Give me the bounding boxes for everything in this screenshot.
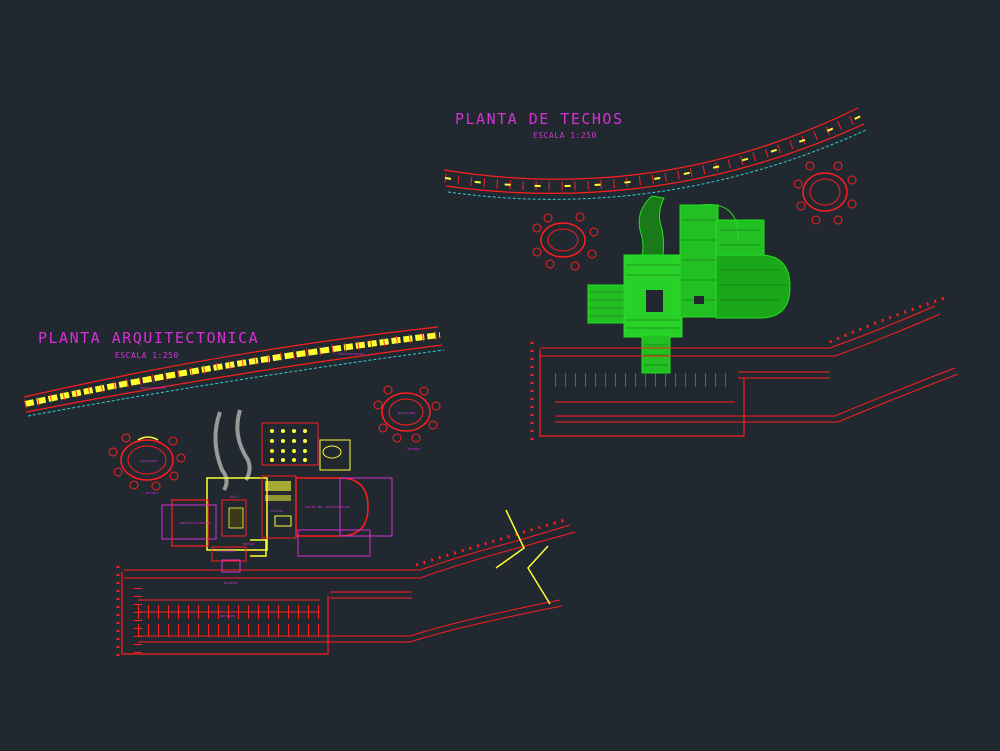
right-plan-title: PLANTA DE TECHOS	[455, 110, 624, 128]
right-pool	[373, 385, 441, 443]
right-road-and-parking	[530, 296, 959, 440]
left-garden-path-2	[235, 409, 252, 482]
left-road-and-parking	[116, 518, 576, 660]
left-wing-room-divisions	[24, 330, 441, 409]
right-pool-right	[793, 161, 857, 225]
left-main-building	[161, 475, 393, 573]
left-garden-path-1	[213, 411, 229, 492]
left-pool	[108, 433, 186, 491]
left-label-lobby: hall	[230, 495, 239, 499]
left-label-pool-right: piscinas	[398, 411, 415, 415]
break-line	[495, 509, 551, 605]
left-label-rooms-right: habitaciones	[338, 352, 364, 356]
right-plan: PLANTA DE TECHOS ESCALA 1:250	[443, 107, 959, 440]
left-label-rooms-top: habitaciones	[140, 386, 166, 390]
left-label-kitchen: cocina	[270, 509, 283, 513]
left-plan-scale: ESCALA 1:250	[115, 351, 179, 360]
left-label-reception: recepcion	[216, 549, 235, 553]
right-plan-scale: ESCALA 1:250	[533, 131, 597, 140]
left-plan-title: PLANTA ARQUITECTONICA	[38, 329, 259, 347]
left-wing-outer-edge	[23, 326, 439, 398]
left-dining-area	[261, 422, 351, 471]
left-plan: PLANTA ARQUITECTONICA ESCALA 1:250 habit…	[23, 326, 576, 660]
left-label-pool-right-note: jardin	[407, 447, 420, 451]
left-label-parking: parqueo	[220, 614, 235, 618]
left-room-wing	[23, 326, 445, 417]
roof-plan-green	[587, 195, 791, 374]
roof-curved-walkway	[638, 195, 665, 263]
right-room-wing	[443, 107, 867, 200]
left-label-pool-left: piscinas	[140, 459, 157, 463]
left-label-pool-left-note: jardin	[145, 491, 158, 495]
left-wing-inner-edge	[25, 344, 443, 413]
left-label-access: acceso	[224, 581, 237, 585]
left-label-office: administracion	[180, 521, 210, 525]
right-pool-left	[532, 212, 599, 271]
left-wing-cyan-walk	[27, 349, 445, 417]
left-label-conference: salón de conferencias	[305, 505, 350, 509]
left-label-bath: baños	[243, 542, 254, 546]
